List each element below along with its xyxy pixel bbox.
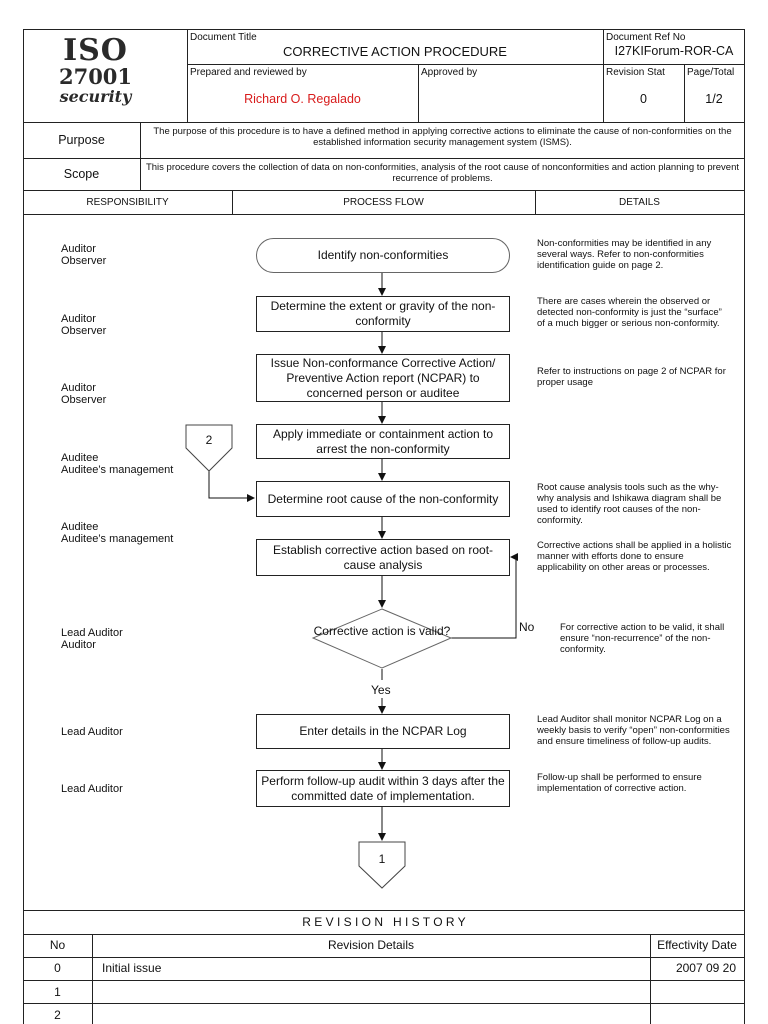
responsibility-1: Auditor Observer [61,243,107,267]
scope-text: This procedure covers the collection of … [145,162,740,184]
detail-7: Lead Auditor shall monitor NCPAR Log on … [537,714,730,747]
revision-date-0: 2007 09 20 [675,961,736,975]
revision-no-2: 2 [54,1008,61,1022]
revision-no-0: 0 [54,961,61,975]
logo-line-27001: 27001 [58,64,133,89]
detail-8: Follow-up shall be performed to ensure i… [537,772,702,794]
no-loop-line [451,553,518,639]
page-label: Page/Total [687,67,735,78]
detail-5: Corrective actions shall be applied in a… [537,540,732,573]
revision-header-date: Effectivity Date [657,938,737,952]
yes-label: Yes [371,683,391,697]
connector-1-label: 1 [378,852,386,866]
approved-label: Approved by [421,67,478,78]
responsibility-6: Lead Auditor Auditor [61,627,123,651]
column-details: DETAILS [619,197,660,208]
purpose-text: The purpose of this procedure is to have… [153,126,732,148]
flow-decision-label: Corrective action is valid? [313,624,451,638]
connector-1-shape [358,841,406,889]
revision-history-title: R E V I S I O N H I S T O R Y [302,915,466,929]
doc-ref-label: Document Ref No [606,32,686,43]
doc-title-label: Document Title [190,32,257,43]
flow-step-extent: Determine the extent or gravity of the n… [256,296,510,332]
logo-line-security: security [59,87,132,106]
revision-label: Revision Stat [606,67,665,78]
responsibility-5: Auditee Auditee’s management [61,521,174,545]
column-process-flow: PROCESS FLOW [343,197,424,208]
prepared-by: Richard O. Regalado [244,92,361,106]
detail-6: For corrective action to be valid, it sh… [560,622,725,655]
revision-no-1: 1 [54,985,61,999]
responsibility-7: Lead Auditor [61,726,123,738]
no-label: No [519,620,535,634]
flow-step-corrective: Establish corrective action based on roo… [256,539,510,576]
responsibility-2: Auditor Observer [61,313,107,337]
flow-step-ncpar-log: Enter details in the NCPAR Log [256,714,510,749]
flow-step-follow-up: Perform follow-up audit within 3 days af… [256,770,510,807]
iso-logo: ISO 27001 security [28,36,183,106]
purpose-label: Purpose [58,133,105,147]
detail-1: Non-conformities may be identified in an… [537,238,712,271]
detail-3: Refer to instructions on page 2 of NCPAR… [537,366,726,388]
revision-header-details: Revision Details [327,938,415,952]
flow-step-identify: Identify non-conformities [256,238,510,273]
revision-value: 0 [640,92,647,106]
doc-ref: I27KIForum-ROR-CA [614,44,734,58]
decision-diamond [311,608,453,669]
doc-title: CORRECTIVE ACTION PROCEDURE [283,44,507,59]
prepared-label: Prepared and reviewed by [190,67,307,78]
responsibility-4: Auditee Auditee’s management [61,452,174,476]
responsibility-8: Lead Auditor [61,783,123,795]
connector-2-line [208,471,255,502]
logo-line-iso: ISO [63,33,128,68]
flow-step-issue-ncpar: Issue Non-conformance Corrective Action/… [256,354,510,402]
connector-2-label: 2 [205,433,213,447]
column-responsibility: RESPONSIBILITY [86,197,169,208]
flow-step-root-cause: Determine root cause of the non-conformi… [256,481,510,517]
page-value: 1/2 [705,92,723,106]
revision-details-0: Initial issue [102,961,162,975]
revision-header-no: No [49,938,66,952]
detail-4: Root cause analysis tools such as the wh… [537,482,722,526]
detail-2: There are cases wherein the observed or … [537,296,722,329]
responsibility-3: Auditor Observer [61,382,107,406]
flow-step-containment: Apply immediate or containment action to… [256,424,510,459]
connector-2-shape [185,424,233,472]
scope-label: Scope [63,167,100,181]
